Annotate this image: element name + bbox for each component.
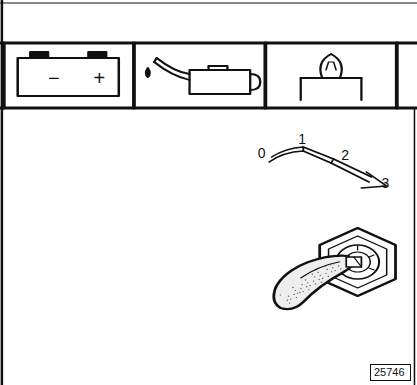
key-texture-dot bbox=[340, 268, 342, 269]
key-texture-dot bbox=[325, 273, 327, 274]
icon-row-border bbox=[132, 43, 136, 108]
position-number: 3 bbox=[382, 176, 390, 190]
battery-terminal-sign: + bbox=[94, 68, 106, 88]
battery-icon bbox=[18, 52, 119, 96]
key-texture bbox=[280, 261, 342, 303]
position-number: 0 bbox=[258, 146, 266, 160]
position-scale bbox=[269, 147, 387, 188]
key-texture-dot bbox=[280, 294, 282, 295]
panel-border bbox=[1, 0, 4, 385]
key-texture-dot bbox=[288, 296, 290, 297]
key-texture-dot bbox=[303, 291, 305, 292]
key-texture-dot bbox=[289, 303, 291, 304]
key-texture-dot bbox=[315, 283, 317, 284]
key-texture-dot bbox=[292, 287, 294, 288]
key-texture-dot bbox=[301, 284, 303, 285]
key-texture-dot bbox=[309, 285, 311, 286]
figure-number-box: 25746 bbox=[370, 364, 411, 381]
key-texture-dot bbox=[297, 293, 299, 294]
battery-terminal-sign: − bbox=[48, 68, 60, 88]
key-texture-dot bbox=[295, 290, 297, 291]
key-texture-dot bbox=[314, 276, 316, 277]
figure-number: 25746 bbox=[374, 366, 405, 378]
key-texture-dot bbox=[300, 288, 302, 289]
key-texture-dot bbox=[308, 289, 310, 290]
key-texture-dot bbox=[334, 270, 336, 271]
lamp-icon bbox=[301, 54, 362, 100]
key-texture-dot bbox=[318, 279, 320, 280]
key-texture-dot bbox=[339, 261, 341, 262]
icon-row-border bbox=[263, 43, 267, 108]
key-texture-dot bbox=[320, 275, 322, 276]
key-texture-dot bbox=[307, 282, 309, 283]
key-texture-dot bbox=[321, 282, 323, 283]
ignition-key-switch bbox=[274, 228, 396, 309]
key-texture-dot bbox=[338, 265, 340, 266]
icon-row-border bbox=[395, 43, 399, 108]
key-texture-dot bbox=[331, 271, 333, 272]
key-texture-dot bbox=[333, 263, 335, 264]
icon-row-border bbox=[0, 107, 417, 110]
position-number: 2 bbox=[341, 148, 349, 162]
key-texture-dot bbox=[313, 280, 315, 281]
key-texture-dot bbox=[324, 266, 326, 267]
panel-border bbox=[0, 2, 417, 3]
key-texture-dot bbox=[330, 264, 332, 265]
key-texture-dot bbox=[328, 276, 330, 277]
key-texture-dot bbox=[306, 286, 308, 287]
key-texture-dot bbox=[332, 267, 334, 268]
key-texture-dot bbox=[322, 278, 324, 279]
position-number: 1 bbox=[298, 132, 306, 146]
key-texture-dot bbox=[299, 292, 301, 293]
key-texture-dot bbox=[317, 272, 319, 273]
key-texture-dot bbox=[312, 274, 314, 275]
key-texture-dot bbox=[293, 294, 295, 295]
key-texture-dot bbox=[290, 298, 292, 299]
key-texture-dot bbox=[296, 297, 298, 298]
key-texture-dot bbox=[326, 269, 328, 270]
icon-row-border bbox=[0, 42, 417, 45]
key-texture-dot bbox=[287, 300, 289, 301]
icon-row-border bbox=[2, 43, 6, 108]
panel-border bbox=[414, 108, 416, 385]
oil-can-icon bbox=[146, 58, 260, 94]
key-texture-dot bbox=[305, 279, 307, 280]
